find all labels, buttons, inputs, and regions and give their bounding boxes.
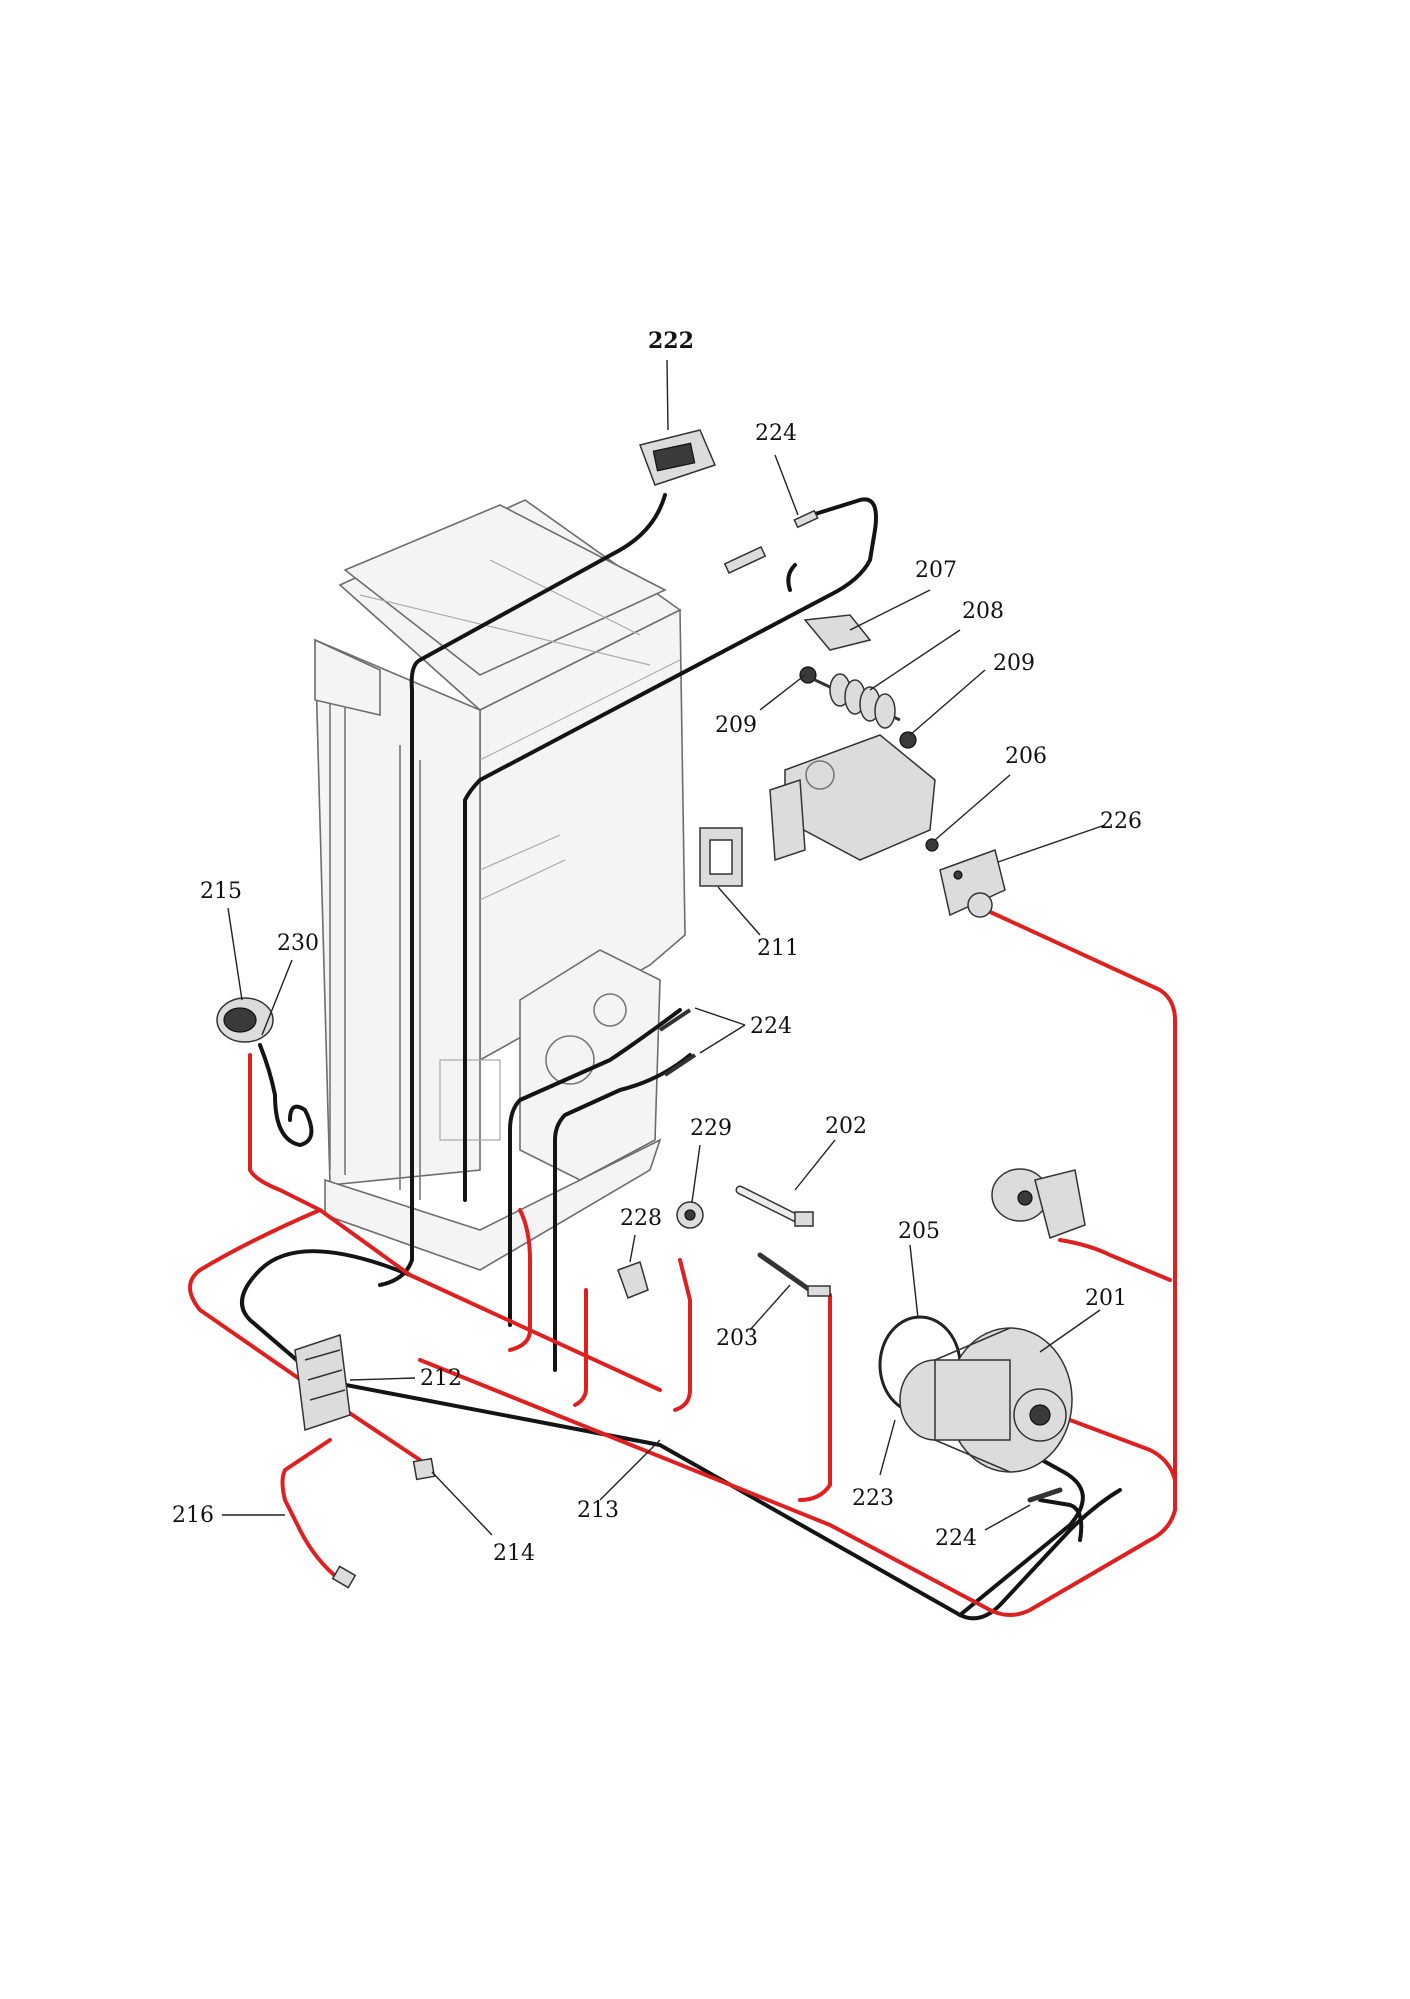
callout-230: 230 [277, 931, 319, 956]
callout-215: 215 [200, 879, 242, 904]
callout-216: 216 [172, 1503, 214, 1528]
callout-207: 207 [915, 558, 957, 583]
pressure-switch [617, 1261, 649, 1299]
auger-screw [799, 666, 917, 749]
power-plug [331, 1565, 357, 1589]
circulation-pump [991, 1168, 1086, 1239]
callout-labels: 222 224 207 208 209 209 206 226 215 230 … [172, 328, 1142, 1566]
callout-224-bottom: 224 [935, 1526, 977, 1551]
callout-212: 212 [420, 1366, 462, 1391]
combustion-fan [899, 1327, 1073, 1473]
temperature-probe-top [723, 509, 819, 592]
callout-205: 205 [898, 1219, 940, 1244]
callout-202: 202 [825, 1114, 867, 1139]
callout-211: 211 [757, 936, 799, 961]
probe-203 [757, 1252, 831, 1297]
control-display[interactable] [639, 429, 717, 486]
wire-harness-black [240, 493, 1122, 1621]
safety-thermostat [676, 1201, 704, 1229]
callout-223: 223 [852, 1486, 894, 1511]
control-board [294, 1333, 351, 1432]
temperature-probe-bottom [1027, 1487, 1063, 1503]
callout-209-right: 209 [993, 651, 1035, 676]
callout-229: 229 [690, 1116, 732, 1141]
callout-209-left: 209 [715, 713, 757, 738]
feeder-motor [939, 849, 1006, 918]
thermostat-disk [216, 997, 274, 1043]
wire-harness-red [188, 903, 1177, 1617]
callout-224-mid: 224 [750, 1014, 792, 1039]
callout-228: 228 [620, 1206, 662, 1231]
callout-226: 226 [1100, 809, 1142, 834]
callout-214: 214 [493, 1541, 535, 1566]
igniter [735, 1185, 814, 1227]
callout-206: 206 [1005, 744, 1047, 769]
callout-203: 203 [716, 1326, 758, 1351]
access-plate [699, 827, 743, 887]
callout-208: 208 [962, 599, 1004, 624]
temperature-probes-mid [658, 1008, 697, 1077]
callout-224-top: 224 [755, 421, 797, 446]
feeder-assembly [769, 734, 939, 862]
callout-213: 213 [577, 1498, 619, 1523]
baffle-plate [803, 614, 872, 651]
callout-201: 201 [1085, 1286, 1127, 1311]
callout-222: 222 [648, 328, 694, 354]
power-switch [412, 1457, 436, 1481]
leader-lines [222, 359, 1106, 1536]
